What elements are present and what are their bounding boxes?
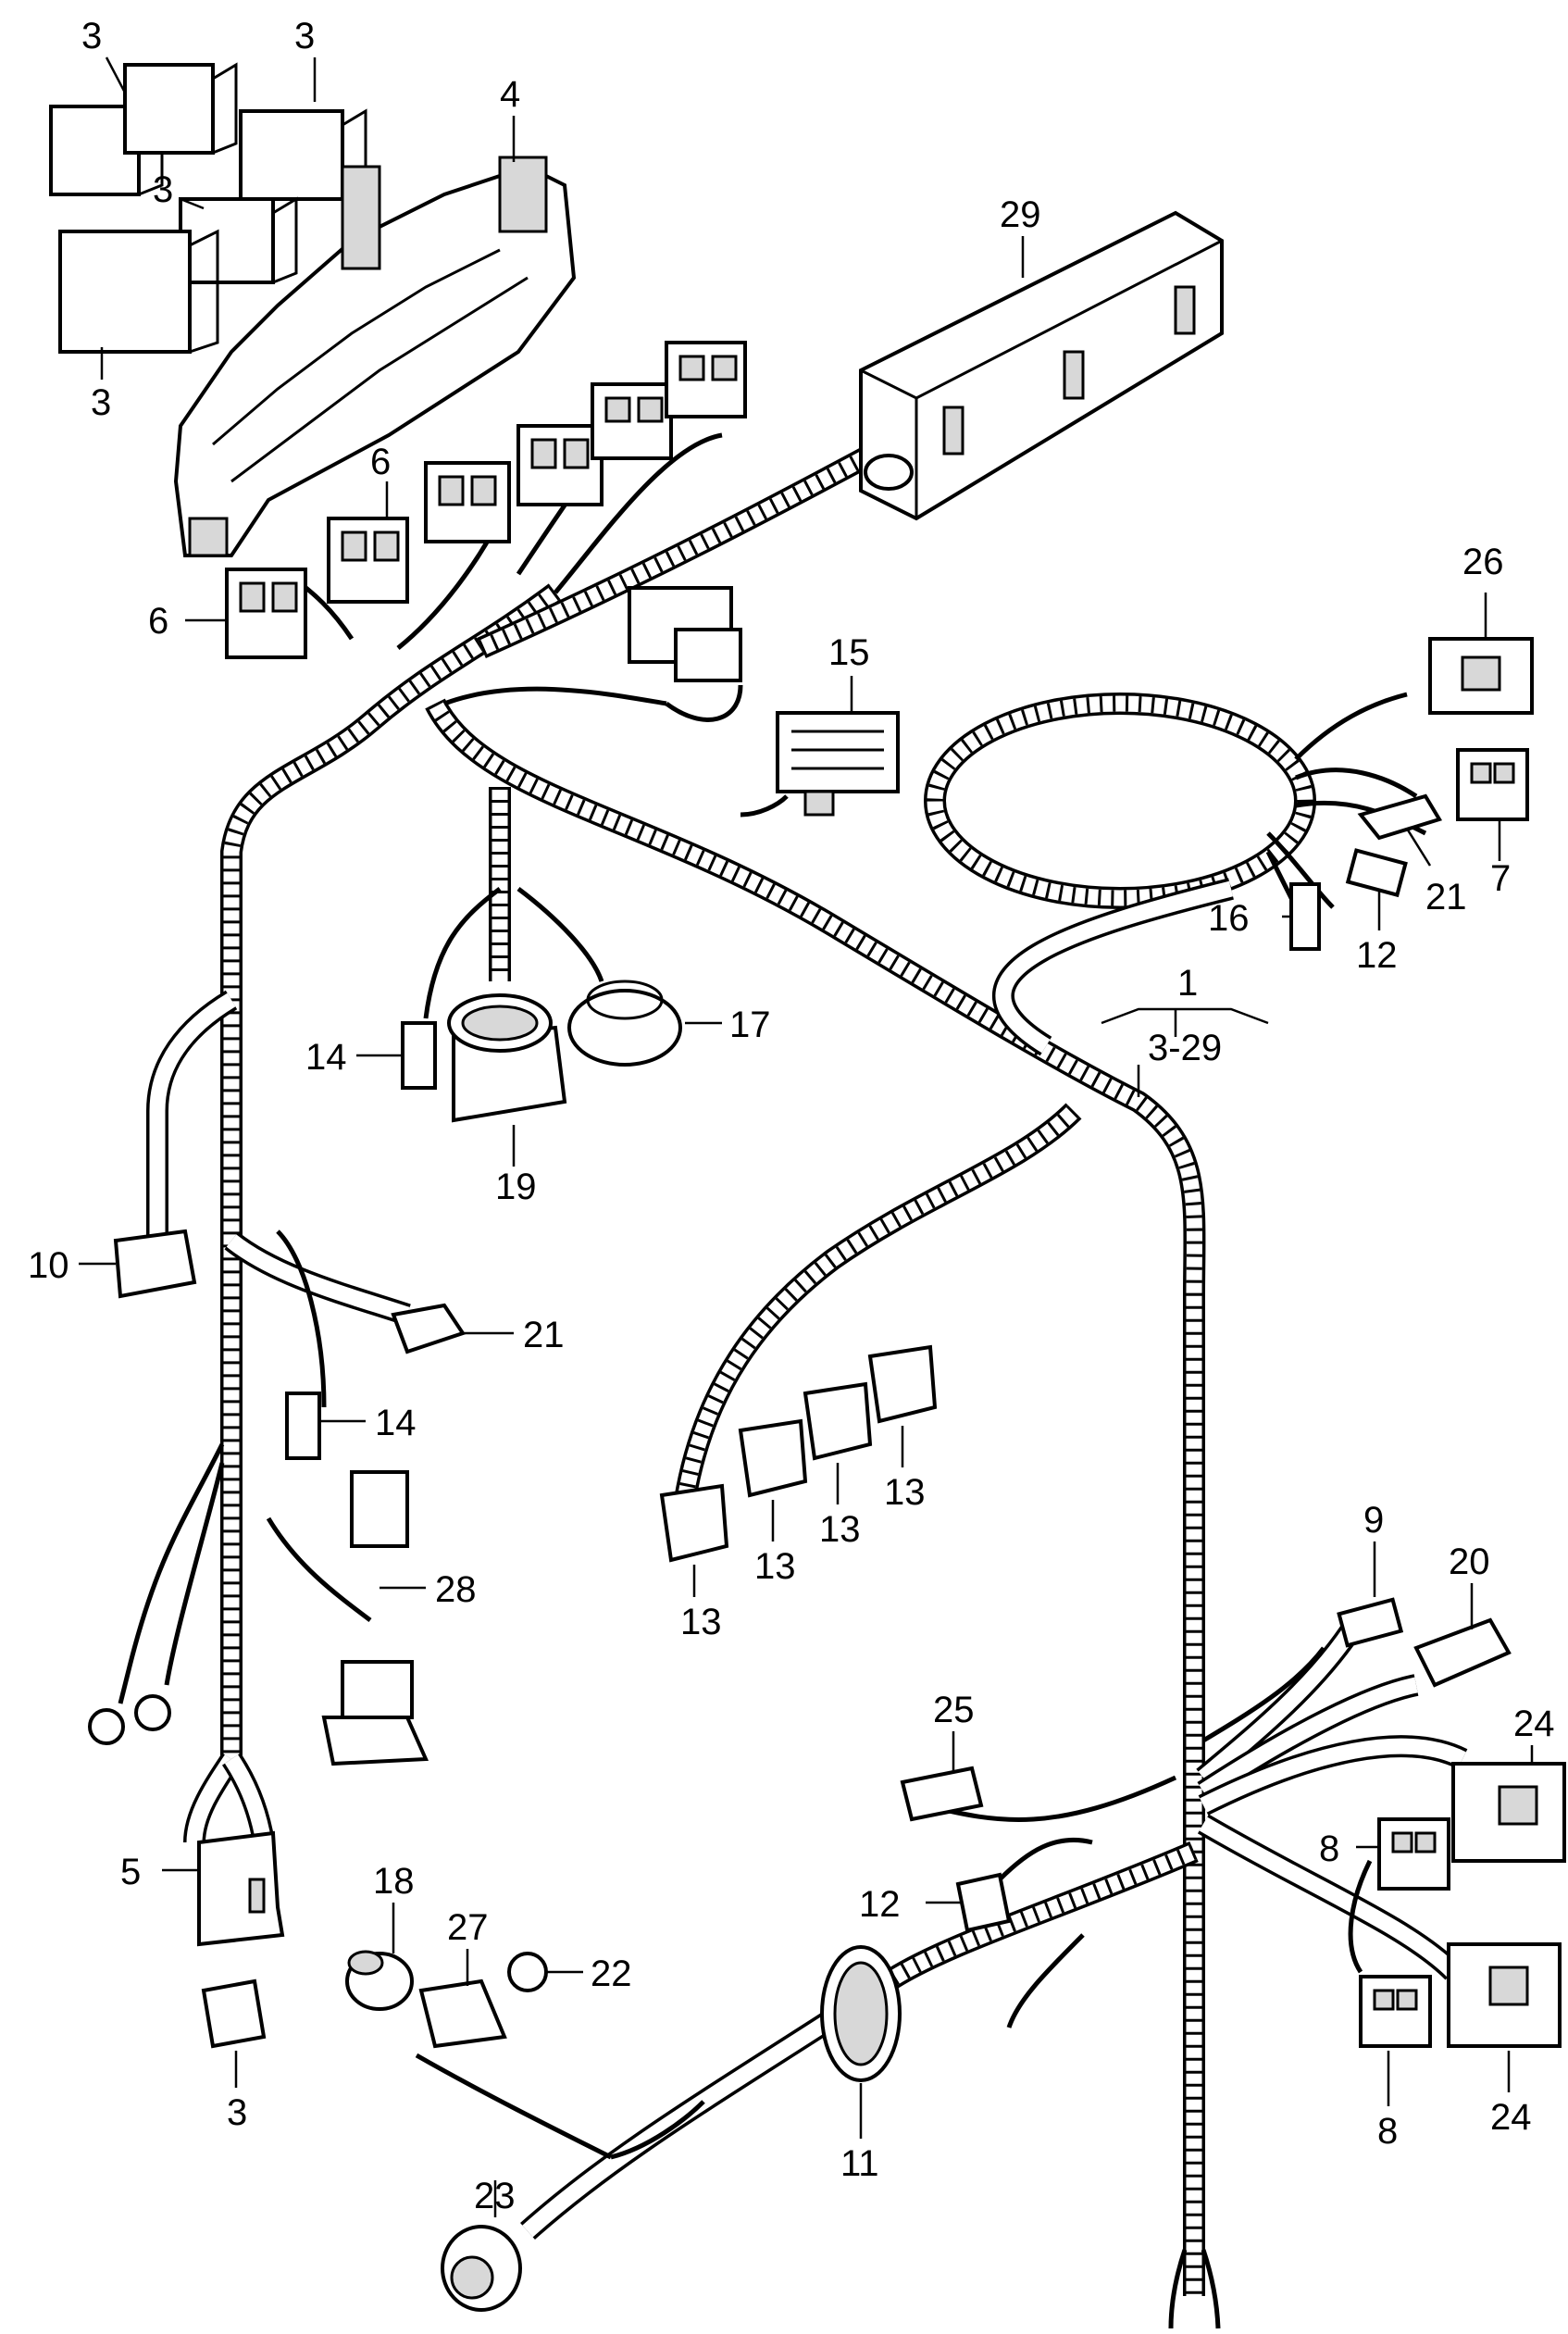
connector-10 — [113, 1229, 197, 1299]
callout-3a: 3 — [81, 16, 102, 56]
callout-9: 9 — [1363, 1500, 1384, 1541]
connector-8-lower — [1359, 1975, 1432, 2048]
fuse-box-29 — [859, 210, 1224, 521]
callout-3b: 3 — [294, 16, 315, 56]
ring-lug-right — [134, 1694, 171, 1731]
connector-9 — [1337, 1597, 1404, 1648]
connector-12-upper — [1345, 848, 1408, 898]
callout-14b: 14 — [375, 1403, 417, 1443]
callout-28: 28 — [435, 1569, 477, 1610]
callout-13c: 13 — [819, 1509, 861, 1550]
callout-3e: 3 — [227, 2092, 247, 2133]
callout-10: 10 — [28, 1245, 69, 1286]
callout-14a: 14 — [305, 1037, 347, 1078]
connector-13c — [803, 1381, 873, 1461]
sensor-27 — [418, 1978, 507, 2049]
connector-13b — [738, 1418, 808, 1498]
sensor-18 — [345, 1950, 414, 2011]
connector-23 — [441, 2225, 522, 2312]
callout-21a: 21 — [1425, 877, 1467, 917]
callout-6a: 6 — [370, 442, 391, 482]
connector-21-upper — [1357, 793, 1443, 841]
callout-19: 19 — [495, 1167, 537, 1207]
connector-20 — [1413, 1617, 1512, 1688]
connector-14-lower — [285, 1392, 321, 1460]
leader-lines — [79, 56, 1534, 2217]
callout-21b: 21 — [523, 1315, 565, 1355]
connector-12-lower — [955, 1872, 1012, 1933]
callout-13d: 13 — [884, 1472, 926, 1513]
relay-carrier-4 — [173, 156, 577, 557]
callout-3c: 3 — [153, 169, 173, 210]
connector-5 — [197, 1830, 285, 1947]
connector-6f — [665, 341, 747, 418]
callout-12b: 12 — [859, 1884, 901, 1925]
clip-22 — [507, 1952, 548, 1992]
callout-25: 25 — [933, 1690, 975, 1730]
connector-24-upper — [1451, 1762, 1566, 1863]
connector-6b — [225, 568, 307, 659]
callout-3d: 3 — [91, 382, 111, 423]
connector-15 — [776, 711, 900, 817]
callout-6b: 6 — [148, 601, 168, 642]
relay-socket — [628, 586, 742, 682]
callout-8b: 8 — [1377, 2111, 1398, 2152]
callout-17: 17 — [729, 1005, 771, 1045]
connector-24-lower — [1447, 1942, 1562, 2048]
callout-13b: 13 — [754, 1546, 796, 1587]
callout-29: 29 — [1000, 194, 1041, 235]
connector-8-upper — [1377, 1817, 1450, 1891]
fuse-3 — [201, 1978, 267, 2049]
connector-19 — [447, 993, 567, 1123]
callout-15: 15 — [828, 632, 870, 673]
callout-12a: 12 — [1356, 935, 1398, 976]
connector-17 — [567, 980, 682, 1067]
grommet-11 — [820, 1945, 902, 2082]
callout-13a: 13 — [680, 1602, 722, 1642]
connector-26 — [1428, 637, 1534, 715]
callout-24a: 24 — [1513, 1704, 1555, 1744]
callout-26: 26 — [1462, 542, 1504, 582]
connector-6d — [516, 424, 604, 506]
connector-21-lower — [391, 1303, 467, 1354]
connector-16 — [1289, 882, 1321, 951]
connector-6c — [424, 461, 511, 543]
callout-18: 18 — [373, 1861, 415, 1902]
connector-6e — [591, 382, 673, 460]
callout-labels: 3 3 3 3 4 29 6 6 26 15 21 7 16 12 1 3-29… — [28, 16, 1555, 2216]
relay-3c — [239, 108, 367, 201]
connector-6a — [327, 517, 409, 604]
callout-22: 22 — [591, 1953, 632, 1994]
callout-20: 20 — [1449, 1541, 1490, 1582]
connector-28 — [321, 1470, 429, 1766]
callout-7: 7 — [1490, 858, 1511, 899]
callout-1-range: 3-29 — [1148, 1028, 1222, 1068]
connector-13a — [659, 1483, 729, 1563]
callout-23: 23 — [474, 2176, 516, 2216]
callout-16: 16 — [1208, 898, 1250, 939]
connector-25 — [900, 1766, 984, 1822]
connector-7 — [1456, 748, 1529, 821]
relay-3b — [123, 62, 238, 155]
callout-5: 5 — [120, 1852, 141, 1892]
callout-24b: 24 — [1490, 2097, 1532, 2138]
callout-1: 1 — [1177, 963, 1198, 1004]
callout-11: 11 — [840, 2143, 879, 2184]
callout-4: 4 — [500, 74, 520, 115]
connector-13d — [867, 1344, 938, 1424]
callout-8a: 8 — [1319, 1829, 1339, 1869]
callout-27: 27 — [447, 1907, 489, 1948]
ring-lug-left — [88, 1708, 125, 1745]
connector-14-upper — [401, 1021, 437, 1090]
relay-3e — [58, 229, 219, 354]
